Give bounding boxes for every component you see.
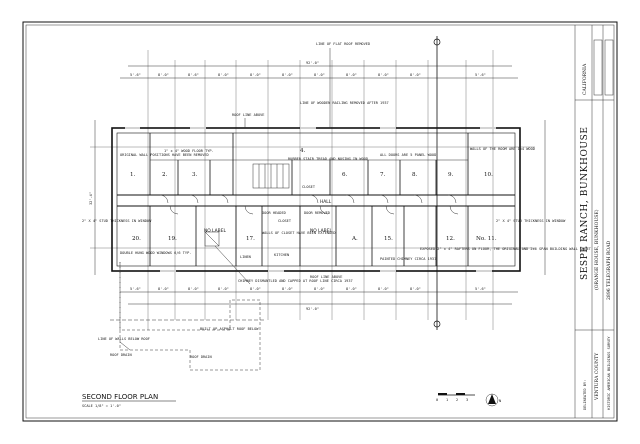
note-double-hung: DOUBLE HUNG WOOD WINDOWS 6/6 TYP. (120, 251, 191, 255)
room-no-label-1: NO LABEL (204, 228, 226, 234)
note-line-of-walls: LINE OF WALLS BELOW ROOF (98, 337, 150, 341)
svg-text:N: N (499, 399, 501, 403)
note-door-headed: DOOR HEADED (262, 211, 286, 215)
dim-overall: 92'-0" (306, 61, 319, 65)
room-closet-1: CLOSET (302, 185, 316, 189)
room-labels: 1. 2. 3. 4. 6. 7. 8. 9. 10. No. 11. 12. … (130, 148, 497, 259)
room-no-label-2: NO LABEL (310, 228, 332, 234)
room-closet-2: CLOSET (278, 219, 292, 223)
svg-text:8'-6": 8'-6" (188, 73, 199, 77)
room-8: 8. (412, 172, 418, 178)
scale-3: 3 (466, 398, 468, 402)
room-4: 4. (300, 148, 306, 154)
dimension-string-bottom: 92'-0" 5'-6" 8'-0" 8'-0" 8'-0" 8'-0" 8'-… (120, 287, 518, 311)
scale-bar: 0 1 2 3 (436, 393, 475, 402)
note-built-up: BUILT UP ASPHALT ROOF BELOW (200, 327, 259, 331)
svg-text:8'-0": 8'-0" (410, 287, 421, 291)
room-kitchen: KITCHEN (274, 253, 289, 257)
svg-text:8'-0": 8'-0" (346, 73, 357, 77)
note-chimney-dismantled: CHIMNEY DISMANTLED AND CAPPED AT ROOF LI… (238, 279, 353, 283)
svg-text:8'-0": 8'-0" (378, 287, 389, 291)
grid-lines (90, 36, 535, 330)
note-original-wall: ORIGINAL WALL POSITIONS HAVE BEEN REMOVE… (120, 153, 209, 157)
svg-text:8'-0": 8'-0" (282, 287, 293, 291)
note-wooden-railing: LINE OF WOODEN RAILING REMOVED AFTER 193… (300, 101, 389, 105)
svg-text:5'-6": 5'-6" (130, 73, 141, 77)
svg-text:8'-0": 8'-0" (250, 287, 261, 291)
svg-text:8'-0": 8'-0" (188, 287, 199, 291)
dimension-string-top: 92'-0" 5'-6" 8'-0" 8'-6" 8'-0" 8'-0" 8'-… (120, 61, 518, 79)
title-block: SESPE RANCH, BUNKHOUSE (ORANGE HOUSE, BU… (574, 25, 614, 418)
drawing-scale: SCALE 1/8" = 1'-0" (82, 404, 121, 408)
room-hall: HALL (320, 199, 332, 205)
dimension-depth: 32'-4" (89, 120, 546, 275)
note-wood-floor: 1" x 4" WOOD FLOOR TYP. (164, 149, 214, 153)
room-9: 9. (448, 172, 454, 178)
svg-text:8'-0": 8'-0" (218, 73, 229, 77)
room-15: 15. (384, 236, 393, 242)
note-exposed-rafters: EXPOSED 2" x 4" RAFTERS ON FLOOR, THE OR… (420, 247, 592, 251)
svg-text:8'-0": 8'-0" (250, 73, 261, 77)
note-thickness-right: 2" X 4" STUD THICKNESS IN WINDOW (496, 219, 566, 223)
room-2: 2. (162, 172, 168, 178)
svg-text:5'-6": 5'-6" (475, 287, 486, 291)
svg-text:8'-0": 8'-0" (314, 73, 325, 77)
dim-overall-bottom: 92'-0" (306, 307, 319, 311)
note-rubber-stair: RUBBER STAIR TREAD AND NOSING IN WOOD (288, 157, 368, 161)
note-door-removed: DOOR REMOVED (304, 211, 330, 215)
county: VENTURA COUNTY (594, 352, 600, 401)
sheet-border (22, 21, 618, 422)
svg-text:5'-6": 5'-6" (475, 73, 486, 77)
note-walls-closet: WALLS OF CLOSET HAVE BEEN EXTENDED (262, 231, 336, 235)
survey: HISTORIC AMERICAN BUILDINGS SURVEY (607, 336, 611, 410)
note-line-of-roof: LINE OF FLAT ROOF REMOVED (316, 42, 370, 46)
svg-text:8'-0": 8'-0" (346, 287, 357, 291)
svg-text:32'-4": 32'-4" (89, 192, 93, 205)
delineator: DELINEATED BY: (583, 380, 587, 410)
lower-roof-outline (110, 262, 265, 371)
scale-1: 1 (446, 398, 448, 402)
note-thickness-left: 2" X 4" STUD THICKNESS IN WINDOW (82, 219, 152, 223)
note-roof-drain-2: ROOF DRAIN (190, 355, 212, 359)
room-a: A. (351, 236, 358, 242)
room-7: 7. (380, 172, 386, 178)
address: 2896 TELEGRAPH ROAD (606, 240, 612, 300)
north-arrow-icon: N (485, 393, 501, 407)
room-linen: LINEN (240, 255, 251, 259)
room-20: 20. (132, 236, 141, 242)
annotations: LINE OF FLAT ROOF REMOVED ROOF LINE ABOV… (82, 42, 592, 359)
note-roof-drain: ROOF DRAIN (110, 353, 132, 357)
room-19: 19. (168, 236, 177, 242)
svg-text:8'-0": 8'-0" (218, 287, 229, 291)
svg-text:8'-0": 8'-0" (410, 73, 421, 77)
room-1: 1. (130, 172, 136, 178)
svg-text:8'-0": 8'-0" (158, 73, 169, 77)
note-roof-line-above: ROOF LINE ABOVE (232, 113, 264, 117)
scale-2: 2 (456, 398, 458, 402)
scale-0: 0 (436, 398, 438, 402)
room-3: 3. (192, 172, 198, 178)
drawing-title: SECOND FLOOR PLAN (82, 393, 158, 401)
note-walls-room: WALLS OF THE ROOM ARE 1x4 WOOD (470, 147, 535, 151)
room-12: 12. (446, 236, 455, 242)
state: CALIFORNIA (582, 63, 588, 95)
svg-text:8'-0": 8'-0" (314, 287, 325, 291)
svg-text:5'-6": 5'-6" (130, 287, 141, 291)
project-subtitle: (ORANGE HOUSE, BUNKHOUSE) (593, 209, 600, 290)
note-painted-chimney: PAINTED CHIMNEY CIRCA 1937 (380, 257, 436, 261)
svg-text:8'-0": 8'-0" (158, 287, 169, 291)
building-outline (111, 127, 521, 272)
room-6: 6. (342, 172, 348, 178)
svg-text:8'-0": 8'-0" (378, 73, 389, 77)
room-17: 17. (246, 236, 255, 242)
room-10: 10. (484, 172, 493, 178)
project-name: SESPE RANCH, BUNKHOUSE (580, 126, 590, 280)
room-11: No. 11. (476, 236, 497, 242)
svg-text:8'-0": 8'-0" (282, 73, 293, 77)
note-roof-line: ROOF LINE ABOVE (310, 275, 342, 279)
note-doors: ALL DOORS ARE 5 PANEL WOOD (380, 153, 436, 157)
